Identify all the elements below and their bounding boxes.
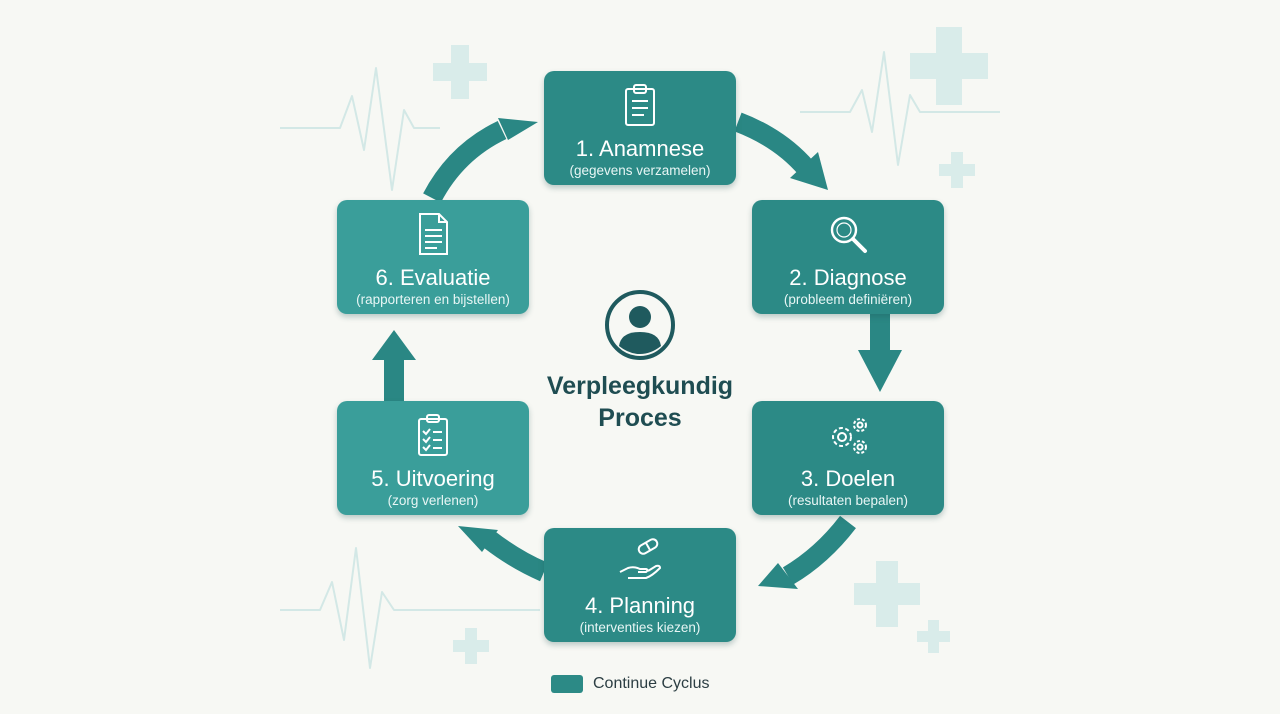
arrow-4-to-5 (483, 532, 549, 582)
arrow-1-to-2 (734, 112, 814, 175)
step-subtitle: (gegevens verzamelen) (569, 163, 711, 178)
heartbeat-line (800, 51, 1000, 166)
arrow-6-to-1 (423, 120, 507, 203)
step-anamnese: 1. Anamnese (gegevens verzamelen) (544, 71, 736, 185)
arrowhead (758, 563, 798, 589)
step-subtitle: (zorg verlenen) (387, 493, 479, 508)
gears-icon (832, 418, 867, 454)
legend: Continue Cyclus (551, 674, 710, 694)
medical-cross-icon (453, 628, 489, 664)
arrowhead (372, 330, 416, 360)
heartbeat-line (280, 547, 540, 669)
checklist-icon (418, 414, 448, 456)
legend-label: Continue Cyclus (593, 675, 710, 692)
step-diagnose: 2. Diagnose (probleem definiëren) (752, 200, 944, 314)
arrowhead (498, 118, 538, 140)
document-icon (419, 213, 448, 255)
hand-pill-icon (619, 538, 662, 579)
clipboard-icon (625, 84, 655, 126)
step-uitvoering: 5. Uitvoering (zorg verlenen) (337, 401, 529, 515)
step-subtitle: (resultaten bepalen) (787, 493, 909, 508)
step-subtitle: (interventies kiezen) (579, 620, 701, 635)
medical-cross-icon (854, 561, 920, 627)
step-title: 3. Doelen (800, 466, 896, 491)
arrowhead (458, 526, 498, 552)
center-title-line2: Proces (598, 404, 682, 432)
arrowhead (858, 350, 902, 392)
legend-swatch (551, 675, 583, 693)
step-title: 2. Diagnose (789, 265, 907, 290)
step-title: 4. Planning (584, 593, 696, 618)
medical-cross-icon (939, 152, 975, 188)
medical-cross-icon (917, 620, 950, 653)
step-subtitle: (probleem definiëren) (783, 292, 913, 307)
step-evaluatie: 6. Evaluatie (rapporteren en bijstellen) (337, 200, 529, 314)
step-title: 6. Evaluatie (375, 265, 491, 290)
step-title: 1. Anamnese (575, 136, 705, 161)
heartbeat-line (280, 67, 440, 191)
arrow-3-to-4 (782, 515, 856, 585)
medical-cross-icon (433, 45, 487, 99)
medical-cross-icon (910, 27, 988, 105)
step-planning: 4. Planning (interventies kiezen) (544, 528, 736, 642)
center-title: Verpleegkundig Proces (500, 370, 780, 434)
step-title: 5. Uitvoering (371, 466, 495, 491)
step-subtitle: (rapporteren en bijstellen) (356, 292, 510, 307)
step-doelen: 3. Doelen (resultaten bepalen) (752, 401, 944, 515)
magnifier-icon (830, 216, 867, 253)
person-circle-icon (605, 290, 675, 360)
center-title-line1: Verpleegkundig (546, 372, 734, 400)
arrowhead (790, 152, 828, 190)
